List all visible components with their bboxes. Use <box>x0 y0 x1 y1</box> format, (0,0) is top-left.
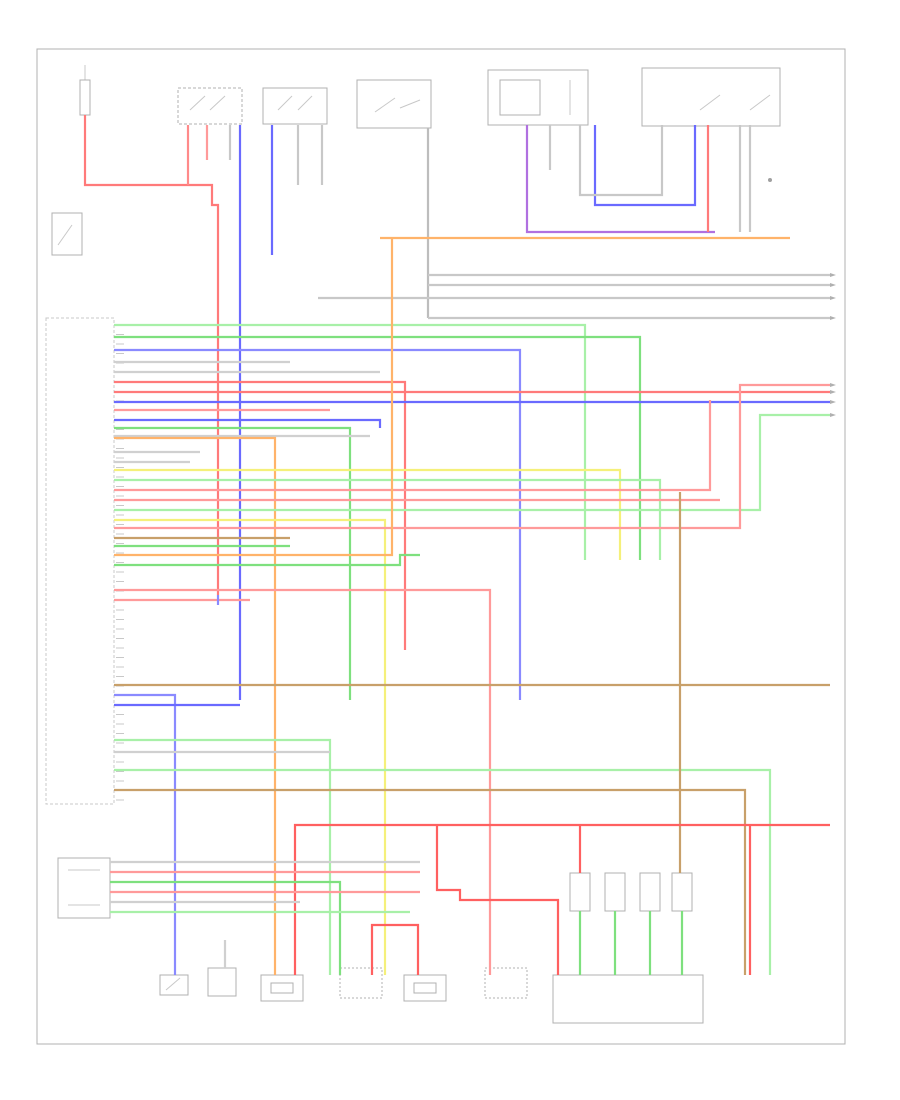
wire-ecm-yellow-21 <box>114 518 387 975</box>
wire-terminal-arrow <box>830 413 836 417</box>
wire-terminal-arrow <box>830 383 836 387</box>
wire-purple-main <box>525 125 715 234</box>
wire-ecm-green-26 <box>114 553 420 567</box>
wire-ecm-green-2 <box>114 335 642 560</box>
ignition-switch-2 <box>262 87 328 125</box>
wire-ecm-pink-27 <box>114 588 492 975</box>
main-relay <box>487 67 781 127</box>
wire-ecm-pink-18 <box>114 400 712 492</box>
knock-sensor <box>159 974 189 996</box>
wire-ecm-lightgreen-34 <box>114 768 772 975</box>
wire-ecm-green-11 <box>114 426 352 700</box>
wire-ecm-lightgreen-1 <box>114 323 587 560</box>
ignition-switch-1 <box>177 87 243 125</box>
wire-ecm-pink-22 <box>114 383 830 530</box>
wire-red-iac <box>435 825 560 975</box>
wire-ecm-blue-30 <box>114 693 177 975</box>
wire-ecm-orange-13 <box>114 436 277 975</box>
wire-terminal-arrow <box>830 400 836 404</box>
wire-terminal-arrow <box>830 390 836 394</box>
igniter <box>57 857 111 919</box>
wire-ecm-green-17 <box>114 478 662 560</box>
wire-red-power-bottom <box>293 823 830 975</box>
wire-red-top-left <box>83 115 220 595</box>
wire-gray-main2 <box>578 125 664 197</box>
wire-terminal-arrow <box>830 296 836 300</box>
throttle-sensor <box>260 974 304 1002</box>
wire-ecm-brown-35 <box>114 788 747 975</box>
ground-block <box>768 178 772 182</box>
relay-top <box>356 79 432 129</box>
diagram-frame <box>36 48 846 1045</box>
wire-ecm-blue-3 <box>114 348 522 700</box>
wire-ecm-orange-25 <box>114 238 394 557</box>
wire-ig-green <box>110 880 342 975</box>
iac-valve <box>403 974 447 1002</box>
tach-output <box>207 967 237 997</box>
wire-harness <box>83 115 830 975</box>
right-edge-terminals <box>830 273 836 417</box>
wire-terminal-arrow <box>830 316 836 320</box>
fuel-pressure <box>484 967 528 999</box>
fuse-hot-top-left <box>79 65 91 116</box>
injectors <box>552 872 704 1024</box>
ecm-pin-ticks <box>116 324 124 801</box>
fuse-block-left <box>51 212 83 256</box>
wire-red-map <box>370 923 420 975</box>
wire-terminal-arrow <box>830 273 836 277</box>
wire-ecm-yellow-16 <box>114 468 622 560</box>
wire-terminal-arrow <box>830 283 836 287</box>
wire-ecm-red-6 <box>114 380 407 650</box>
wire-ecm-green-20 <box>114 413 830 512</box>
wire-blue-main <box>593 125 697 207</box>
ecm <box>45 317 115 805</box>
wire-ecm-green-32 <box>114 738 332 975</box>
wire-ecm-blue-10 <box>114 418 382 428</box>
map-sensor <box>339 967 383 999</box>
